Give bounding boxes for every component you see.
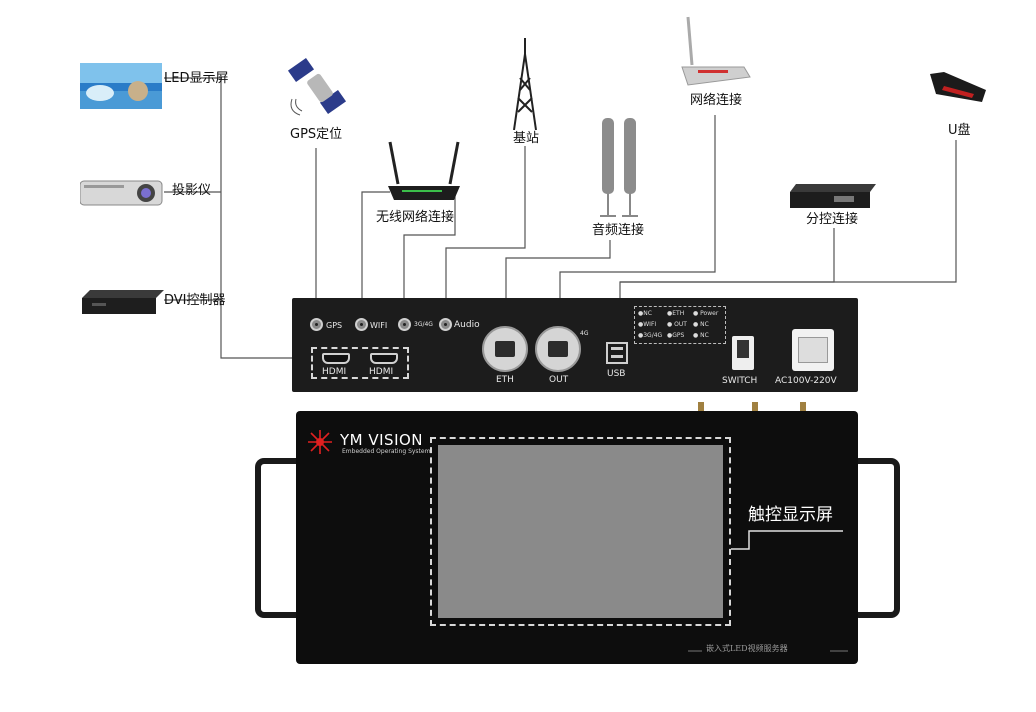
- wifi-port-label: WIFI: [370, 321, 388, 330]
- label-usb-disk: U盘: [948, 123, 971, 138]
- touch-label-pointer: [731, 530, 843, 550]
- satellite-icon: [287, 57, 347, 116]
- network-router-icon: [681, 16, 751, 86]
- hdmi-group: HDMI HDMI: [311, 347, 409, 379]
- label-network: 网络连接: [690, 93, 743, 108]
- indicator-nc-2: ● NC: [693, 321, 709, 328]
- speaker-icon: [600, 118, 638, 217]
- hdmi-port-1: [322, 353, 350, 364]
- hdmi-label-2: HDMI: [369, 367, 394, 377]
- hdmi-port-2: [370, 353, 398, 364]
- label-dvi-controller: DVI控制器: [164, 293, 226, 308]
- 3g4g-port-label: 3G/4G: [414, 321, 433, 328]
- ac-power-socket: [792, 329, 834, 371]
- label-led-display: LED显示屏: [164, 71, 229, 86]
- out-port: [535, 326, 581, 372]
- led-display-icon: [80, 63, 162, 109]
- rear-panel: GPS WIFI 3G/4G Audio HDMI HDMI ETH 4G OU…: [292, 298, 858, 392]
- bottom-rule: [688, 650, 848, 652]
- hdmi-label-1: HDMI: [322, 367, 347, 377]
- device-model-text: 嵌入式LED视频服务器: [706, 644, 788, 653]
- indicator-power: ● Power: [693, 310, 719, 317]
- right-handle: [850, 458, 900, 618]
- left-handle: [255, 458, 305, 618]
- out-port-label: OUT: [549, 375, 569, 385]
- audio-port: [439, 318, 452, 331]
- usb-port: [606, 342, 628, 364]
- brand-subtitle: Embedded Operating System: [342, 448, 431, 455]
- label-base-station: 基站: [513, 131, 540, 146]
- touch-screen: [438, 445, 723, 618]
- indicator-eth: ●ETH: [667, 310, 685, 317]
- front-panel: YM VISION Embedded Operating System 触控显示…: [296, 411, 858, 664]
- indicator-out: ● OUT: [667, 321, 687, 328]
- brand-name: YM VISION: [340, 431, 424, 449]
- power-label: AC100V-220V: [775, 376, 837, 386]
- projector-icon: [80, 180, 163, 206]
- usb-disk-icon: [930, 72, 986, 102]
- audio-port-label: Audio: [454, 320, 480, 330]
- power-switch: [732, 336, 754, 370]
- usb-port-label: USB: [607, 369, 626, 379]
- brand-logo-icon: [308, 430, 332, 454]
- 3g4g-port: [398, 318, 411, 331]
- label-wireless: 无线网络连接: [376, 210, 455, 225]
- indicator-gps: ●GPS: [667, 332, 685, 339]
- eth-port-label: ETH: [496, 375, 514, 385]
- indicator-3g4g: ●3G/4G: [638, 332, 663, 339]
- wifi-port: [355, 318, 368, 331]
- sub-control-icon: [790, 184, 876, 208]
- gps-port-label: GPS: [326, 321, 343, 330]
- antenna-connectors: [698, 402, 806, 414]
- label-projector: 投影仪: [172, 183, 212, 198]
- gps-port: [310, 318, 323, 331]
- switch-label: SWITCH: [722, 376, 758, 386]
- screen-outline: [430, 437, 731, 626]
- out-port-tag: 4G: [580, 330, 589, 337]
- dvi-controller-icon: [82, 290, 164, 314]
- label-sub-control: 分控连接: [806, 212, 859, 227]
- indicator-nc-1: ●NC: [638, 310, 652, 317]
- wireless-router-icon: [388, 141, 460, 200]
- base-station-icon: [513, 38, 537, 130]
- touch-screen-label: 触控显示屏: [748, 505, 833, 525]
- eth-port: [482, 326, 528, 372]
- label-gps: GPS定位: [290, 127, 343, 142]
- indicator-panel: ●NC ●ETH ● Power ●WIFI ● OUT ● NC ●3G/4G…: [634, 306, 726, 344]
- indicator-nc-3: ● NC: [693, 332, 709, 339]
- label-audio: 音频连接: [592, 223, 645, 238]
- indicator-wifi: ●WIFI: [638, 321, 657, 328]
